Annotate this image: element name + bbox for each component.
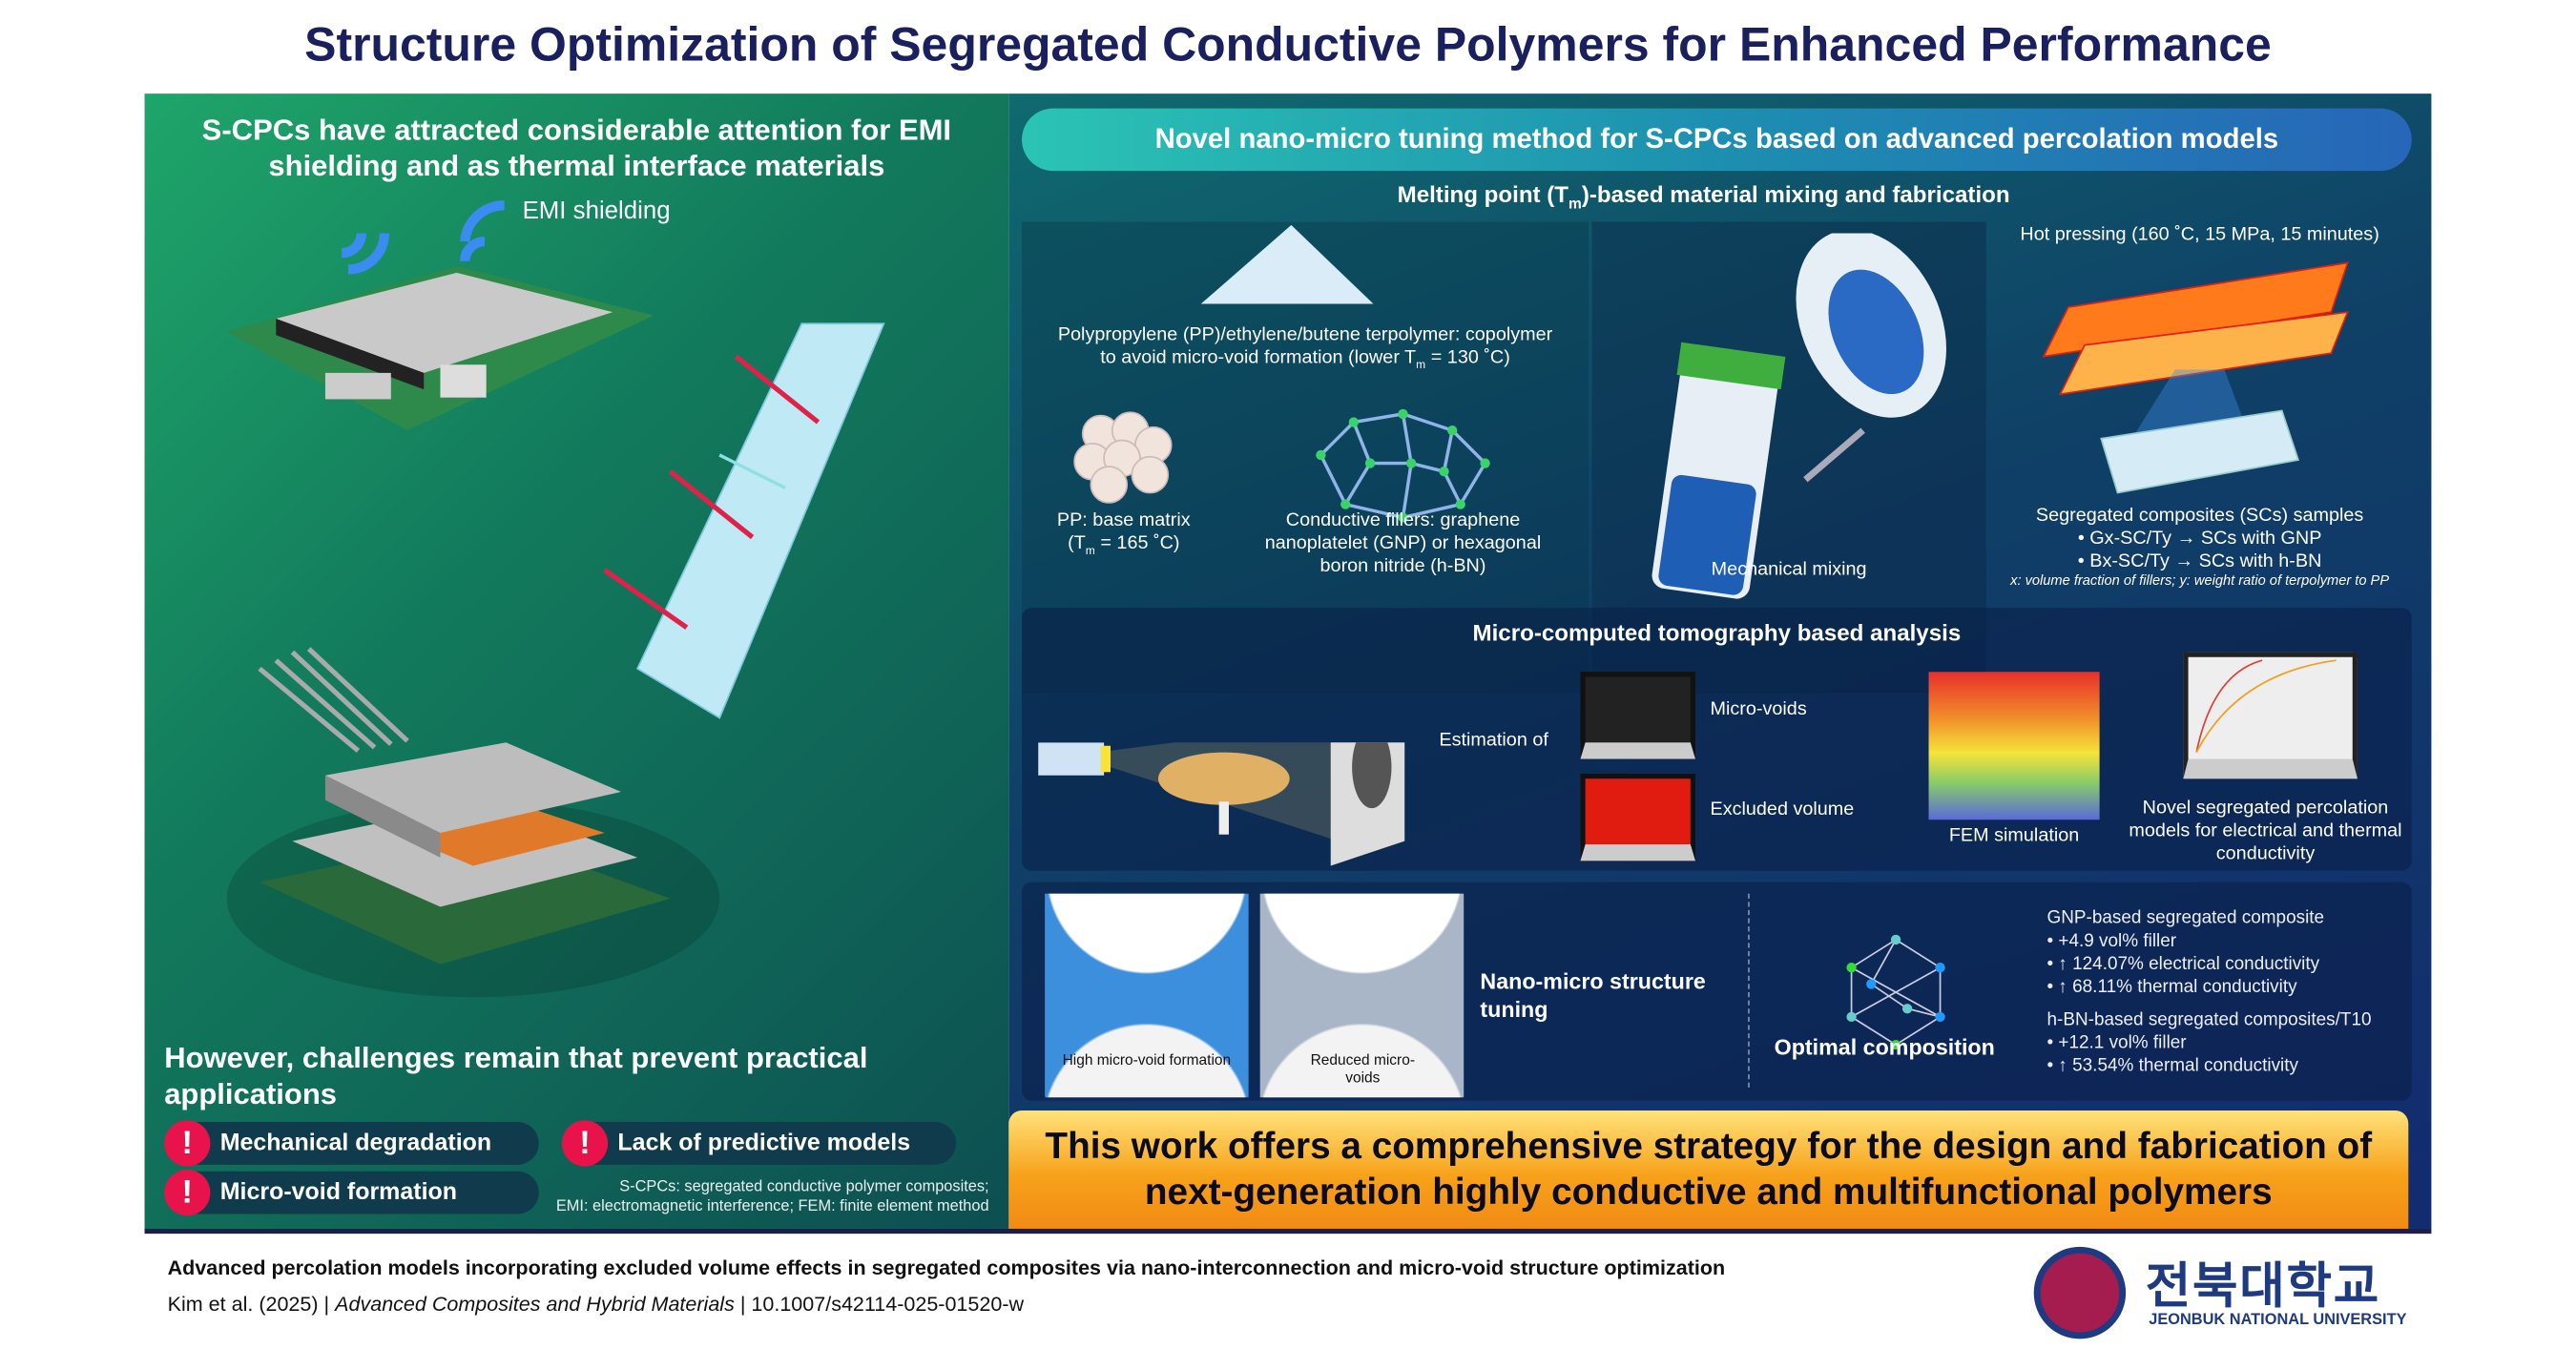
percolation-chart-monitor-icon <box>2183 652 2358 779</box>
optimal-network-icon <box>1846 934 1945 1050</box>
excluded-volume-monitor-icon <box>1580 774 1696 861</box>
samples-text: Segregated composites (SCs) samples • Gx… <box>2035 506 2364 572</box>
mechanical-mixing-label: Mechanical mixing <box>1711 560 1867 580</box>
left-heading: S-CPCs have attracted considerable atten… <box>201 113 952 183</box>
alert-icon: ! <box>164 1120 211 1167</box>
samples-note: x: volume fraction of fillers; y: weight… <box>2010 571 2390 589</box>
pp-pellets-illustration <box>1073 411 1173 504</box>
terpolymer-text: Polypropylene (PP)/ethylene/butene terpo… <box>1057 324 1553 372</box>
section2-title: Micro-computed tomography based analysis <box>1472 619 1962 646</box>
divider <box>144 1228 2432 1235</box>
paper-title: Advanced percolation models incorporatin… <box>167 1256 1726 1280</box>
shielding-film-illustration <box>603 322 885 719</box>
result-item: • ↑ 68.11% thermal conductivity <box>2046 977 2297 998</box>
thermal-interface-stack-illustration <box>226 647 720 998</box>
gnp-title: GNP-based segregated composite <box>2046 908 2325 928</box>
hbn-title: h-BN-based segregated composites/T10 <box>2046 1009 2372 1030</box>
divider <box>1748 893 1750 1088</box>
micro-ct-section <box>1022 608 2412 871</box>
wireless-signal-icon <box>341 200 505 275</box>
results-list: GNP-based segregated composite • +4.9 vo… <box>2046 906 2371 1077</box>
challenge-label: Micro-void formation <box>219 1179 458 1206</box>
result-item: • ↑ 53.54% thermal conductivity <box>2046 1056 2299 1076</box>
challenge-mechanical-degradation: ! Mechanical degradation <box>164 1120 539 1167</box>
conclusion-banner: This work offers a comprehensive strateg… <box>1008 1110 2409 1229</box>
challenge-label: Mechanical degradation <box>219 1130 492 1157</box>
abbreviations-note: S-CPCs: segregated conductive polymer co… <box>556 1178 989 1217</box>
abbrev-line: S-CPCs: segregated conductive polymer co… <box>619 1177 989 1196</box>
fem-simulation-label: FEM simulation <box>1948 826 2080 846</box>
percolation-models-label: Novel segregated percolation models for … <box>2129 798 2402 864</box>
abbrev-line: EMI: electromagnetic interference; FEM: … <box>555 1197 989 1216</box>
left-panel: S-CPCs have attracted considerable atten… <box>144 93 1009 1229</box>
challenge-micro-void-formation: ! Micro-void formation <box>164 1169 539 1216</box>
reduced-micro-voids-image <box>1259 893 1465 1098</box>
micro-voids-monitor-icon <box>1580 672 1696 759</box>
right-panel: Novel nano-micro tuning method for S-CPC… <box>1008 93 2432 1229</box>
doi-link[interactable]: 10.1007/s42114-025-01520-w <box>751 1293 1025 1317</box>
citation: Kim et al. (2025) | Advanced Composites … <box>167 1293 1025 1317</box>
hot-pressing-label: Hot pressing (160 ˚C, 15 MPa, 15 minutes… <box>2020 224 2379 245</box>
hot-press-illustration <box>2042 261 2349 494</box>
section1-title: Melting point (Tm)-based material mixing… <box>1397 180 2010 212</box>
terpolymer-powder-illustration <box>1200 224 1374 304</box>
university-name-english: JEONBUK NATIONAL UNIVERSITY <box>2149 1311 2407 1330</box>
reduced-micro-voids-caption: Reduced micro-voids <box>1310 1051 1416 1087</box>
circuit-board-illustration <box>226 265 654 431</box>
high-micro-void-caption: High micro-void formation <box>1062 1051 1232 1069</box>
alert-icon: ! <box>164 1169 211 1216</box>
university-name-korean: 전북대학교 <box>2145 1259 2381 1315</box>
nano-micro-tuning-label: Nano-micro structure tuning <box>1480 968 1706 1023</box>
result-item: • +12.1 vol% filler <box>2046 1033 2187 1053</box>
structure-tuning-section <box>1022 882 2412 1101</box>
authors: Kim et al. (2025) <box>167 1293 319 1317</box>
method-header: Novel nano-micro tuning method for S-CPC… <box>1022 108 2412 172</box>
challenges-heading: However, challenges remain that prevent … <box>164 1041 868 1111</box>
alert-icon: ! <box>561 1120 609 1167</box>
challenge-label: Lack of predictive models <box>617 1130 911 1157</box>
result-item: • +4.9 vol% filler <box>2046 931 2177 951</box>
high-micro-void-image <box>1045 893 1249 1098</box>
challenge-lack-of-predictive-models: ! Lack of predictive models <box>561 1120 957 1167</box>
excluded-volume-label: Excluded volume <box>1710 799 1855 820</box>
result-item: • ↑ 124.07% electrical conductivity <box>2046 954 2320 975</box>
conductive-fillers-text: Conductive fillers: graphene nanoplatele… <box>1264 510 1542 577</box>
estimation-label: Estimation of <box>1439 731 1548 751</box>
poster-title: Structure Optimization of Segregated Con… <box>304 19 2272 73</box>
micro-ct-scanner-illustration <box>1038 742 1405 866</box>
micro-voids-label: Micro-voids <box>1710 699 1807 720</box>
university-seal-logo <box>2033 1246 2127 1339</box>
mixing-vial-illustration <box>1652 233 1946 599</box>
pp-base-matrix-text: PP: base matrix (Tm = 165 ˚C) <box>1056 510 1191 558</box>
emi-label: EMI shielding <box>522 197 671 225</box>
optimal-composition-label: Optimal composition <box>1774 1034 1995 1060</box>
graphene-lattice-illustration <box>1316 408 1490 523</box>
fem-heatmap-illustration <box>1928 672 2100 820</box>
journal: Advanced Composites and Hybrid Materials <box>335 1293 735 1317</box>
